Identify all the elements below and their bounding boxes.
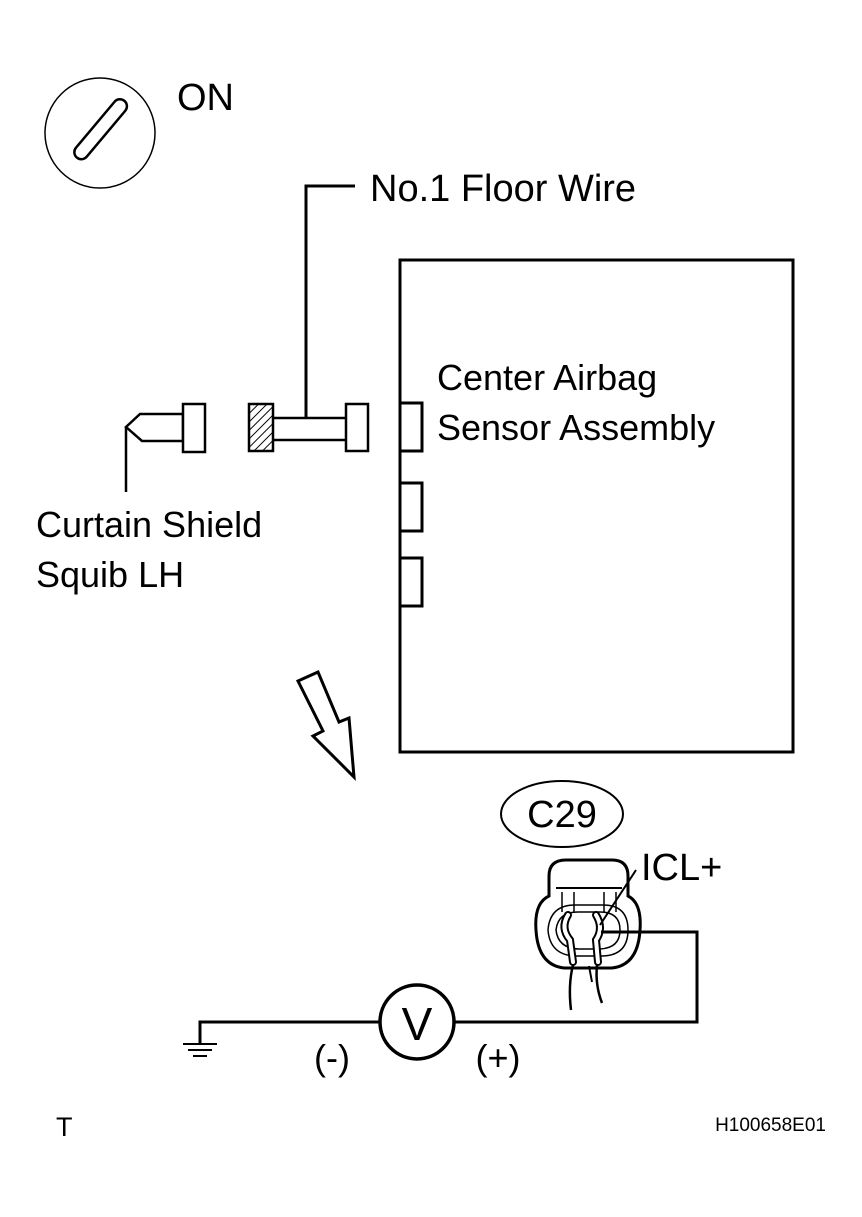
ignition-state-label: ON <box>177 77 234 119</box>
floor-wire-leader-line <box>304 184 355 418</box>
ignition-switch-icon <box>44 77 156 189</box>
footer-mark: T <box>56 1112 73 1142</box>
squib-connector <box>124 402 207 492</box>
positive-probe-label: (+) <box>476 1037 521 1078</box>
c29-connector-icon <box>534 858 642 1011</box>
squib-label-line2: Squib LH <box>36 554 184 595</box>
connector-id-ellipse <box>500 780 624 848</box>
figure-code: H100658E01 <box>715 1115 826 1136</box>
voltmeter-symbol: V <box>402 998 433 1050</box>
sensor-label-line1: Center Airbag <box>437 357 657 398</box>
negative-probe-wire <box>198 1020 380 1044</box>
positive-probe-wire <box>454 930 699 1024</box>
sensor-connector-2 <box>398 481 424 533</box>
sensor-connector-3 <box>398 556 424 608</box>
floor-wire-label: No.1 Floor Wire <box>370 168 636 210</box>
sensor-connector-1 <box>398 401 424 453</box>
center-airbag-sensor-box <box>398 258 795 754</box>
direction-arrow-icon <box>295 670 356 781</box>
voltmeter-icon <box>378 983 456 1061</box>
terminal-label: ICL+ <box>641 847 722 889</box>
connector-id-label: C29 <box>527 794 597 836</box>
floor-wire-harness <box>247 402 370 453</box>
icl-terminal-leader <box>599 869 637 926</box>
negative-probe-label: (-) <box>314 1037 350 1078</box>
ground-icon <box>183 1043 217 1057</box>
squib-label-line1: Curtain Shield <box>36 504 262 545</box>
sensor-label-line2: Sensor Assembly <box>437 407 715 448</box>
